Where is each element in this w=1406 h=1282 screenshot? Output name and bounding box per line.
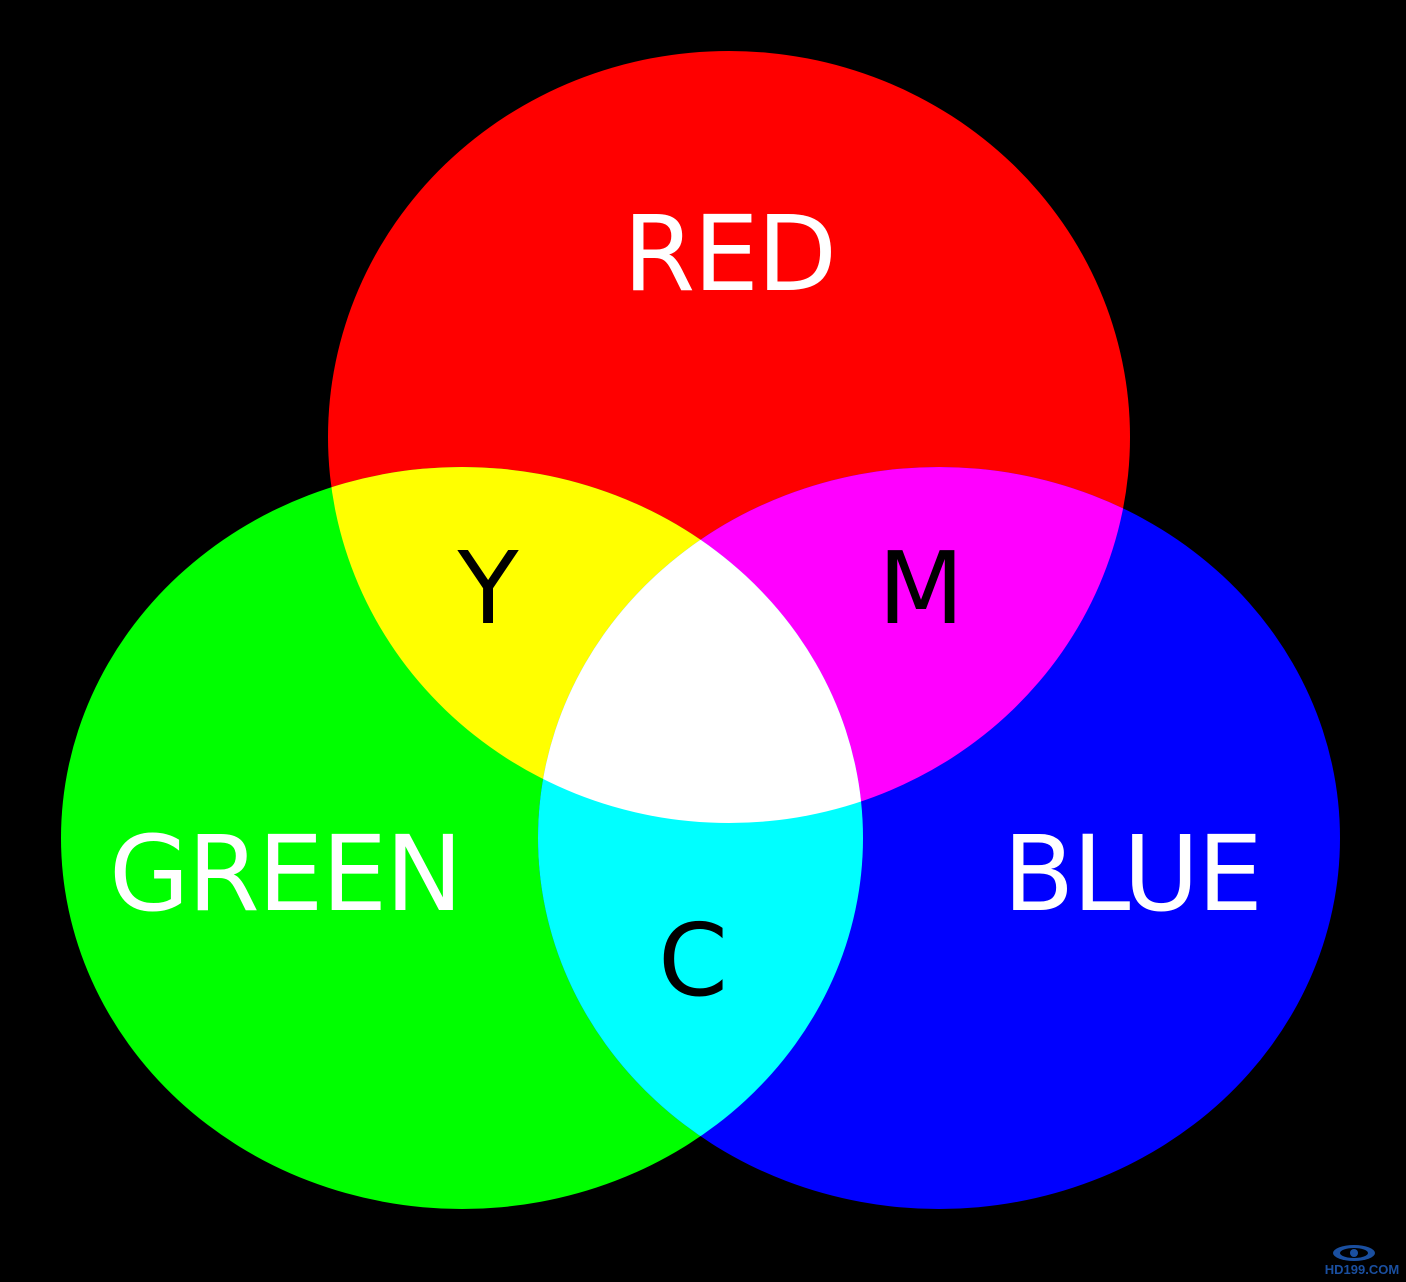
- red-label: RED: [623, 193, 835, 315]
- green-label: GREEN: [109, 813, 461, 935]
- yellow-label: Y: [456, 530, 519, 647]
- cyan-label: C: [658, 902, 728, 1019]
- watermark-text: HD199.COM: [1325, 1262, 1399, 1277]
- white-center-overlap: [538, 467, 863, 823]
- magenta-label: M: [878, 530, 964, 647]
- blue-label: BLUE: [1003, 813, 1261, 935]
- watermark: HD199.COM: [1325, 1245, 1399, 1277]
- eye-logo-icon: [1333, 1245, 1375, 1261]
